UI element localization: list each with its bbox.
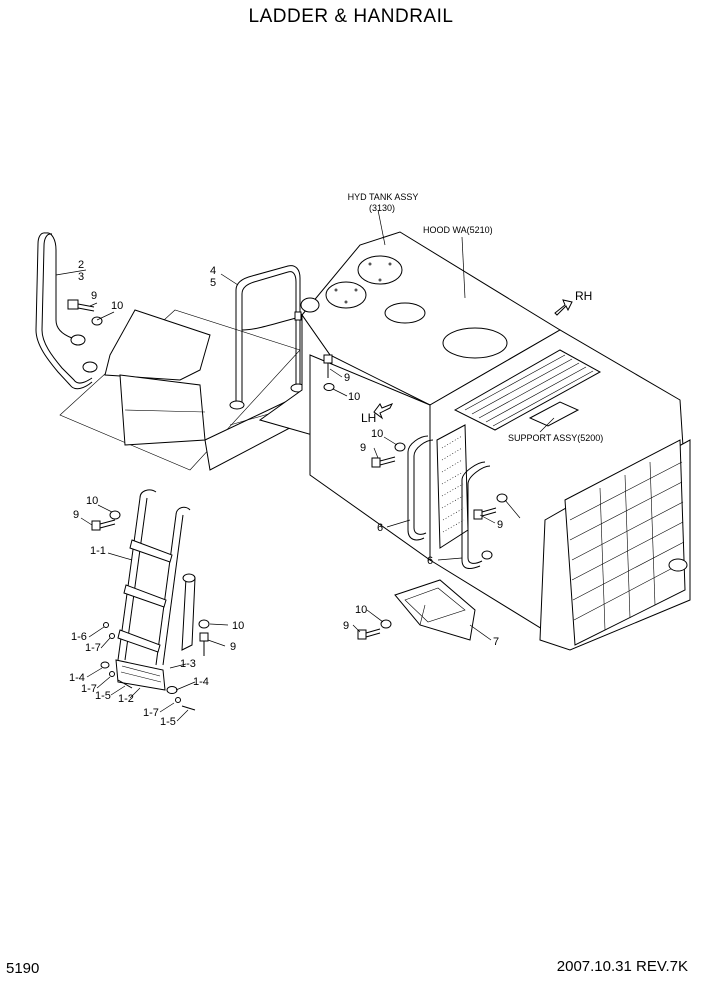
callout-6: 6 — [427, 555, 433, 567]
ref-hood: HOOD WA(5210) — [423, 225, 493, 235]
callout-1-6: 1-6 — [71, 631, 87, 643]
left-platform — [59, 309, 306, 471]
callout-7: 7 — [493, 636, 499, 648]
callout-10: 10 — [371, 428, 383, 440]
callout-9: 9 — [343, 620, 349, 632]
rh-arrow — [554, 299, 573, 316]
direction-lh: LH — [361, 411, 376, 425]
callout-1-4: 1-4 — [69, 672, 85, 684]
step-7 — [357, 579, 476, 641]
callout-1-2: 1-2 — [118, 693, 134, 705]
ref-hyd-tank-line1: HYD TANK ASSY — [348, 192, 419, 202]
callout-1-4: 1-4 — [193, 676, 209, 688]
ladder-bolts — [91, 510, 210, 711]
ref-support: SUPPORT ASSY(5200) — [508, 433, 603, 443]
machine-body — [258, 231, 691, 651]
callout-9: 9 — [91, 290, 97, 302]
handrail-6-right — [461, 461, 493, 569]
callout-9: 9 — [360, 442, 366, 454]
page-number: 5190 — [6, 960, 40, 977]
direction-rh: RH — [575, 289, 592, 303]
callout-10: 10 — [86, 495, 98, 507]
callout-9: 9 — [344, 372, 350, 384]
callout-1-5: 1-5 — [95, 690, 111, 702]
callout-1-5: 1-5 — [160, 716, 176, 728]
callout-9: 9 — [73, 509, 79, 521]
callout-10: 10 — [348, 391, 360, 403]
page-title: LADDER & HANDRAIL — [248, 6, 454, 27]
callout-10: 10 — [355, 604, 367, 616]
callout-1-7: 1-7 — [85, 642, 101, 654]
callout-1-7: 1-7 — [143, 707, 159, 719]
bolts-body — [323, 354, 508, 520]
bolt-washer-left-top — [67, 299, 103, 326]
vent-dots — [441, 435, 465, 533]
ladder-1-1 — [115, 489, 196, 691]
callout-10: 10 — [111, 300, 123, 312]
callouts: 2 3 9 10 4 5 9 10 10 9 10 9 1-1 6 6 9 10… — [69, 259, 503, 728]
callout-4: 4 — [210, 265, 216, 277]
callout-1-3: 1-3 — [180, 658, 196, 670]
callout-3: 3 — [78, 271, 84, 283]
callout-9: 9 — [230, 641, 236, 653]
ref-hyd-tank-line2: (3130) — [369, 203, 395, 213]
callout-1-1: 1-1 — [90, 545, 106, 557]
leader-lines — [55, 209, 555, 722]
callout-1-7: 1-7 — [81, 683, 97, 695]
lh-arrow — [373, 403, 394, 420]
handrail-6-left — [407, 435, 434, 541]
callout-10: 10 — [232, 620, 244, 632]
callout-9: 9 — [497, 519, 503, 531]
callout-5: 5 — [210, 277, 216, 289]
revision-footer: 2007.10.31 REV.7K — [556, 958, 688, 975]
handrail-4-5 — [229, 265, 306, 410]
handrail-2-3 — [35, 232, 98, 390]
callout-6: 6 — [377, 522, 383, 534]
callout-2: 2 — [78, 259, 84, 271]
